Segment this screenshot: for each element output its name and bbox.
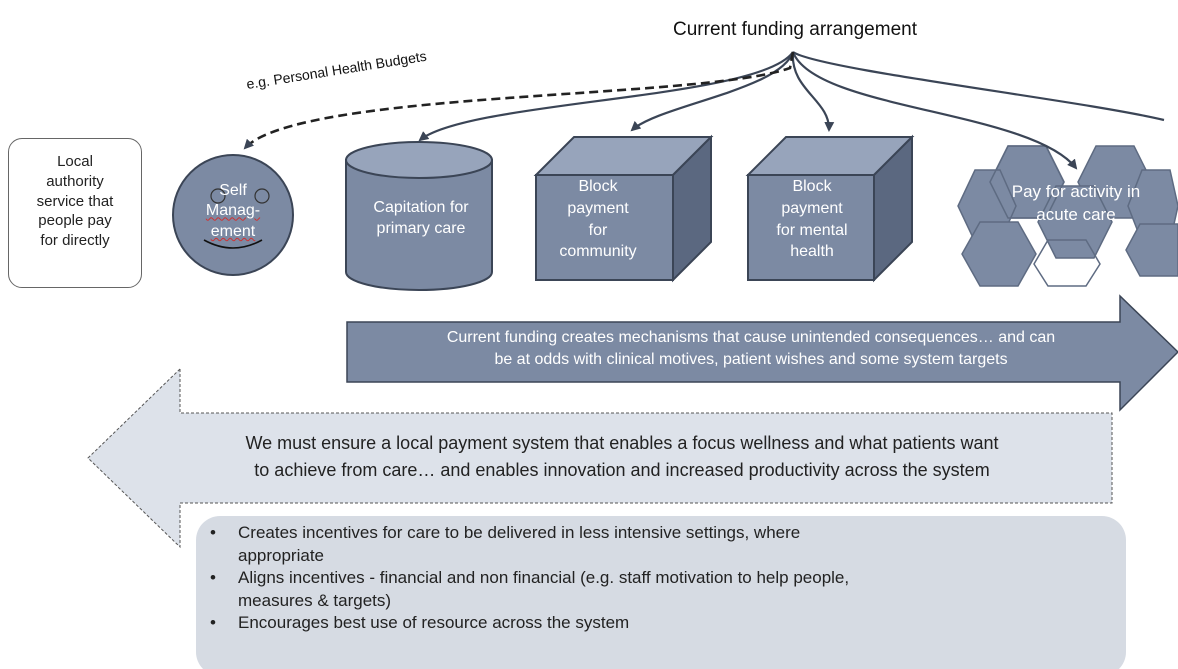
self-line: Self xyxy=(219,182,247,199)
capitation-cylinder xyxy=(345,141,493,291)
block2-line: Block xyxy=(792,178,832,195)
acute-care-hexagons xyxy=(957,145,1178,287)
pay-line: Pay for activity in xyxy=(1011,182,1141,201)
block2-line: payment xyxy=(781,199,843,217)
block-mental-health-label: Block payment for mental health xyxy=(748,176,876,263)
block2-line: health xyxy=(790,243,834,261)
funding-arrows xyxy=(243,51,1165,170)
cap-line: Capitation for xyxy=(373,199,469,216)
block-community-label: Block payment for community xyxy=(537,176,659,263)
left-arrow-line: We must ensure a local payment system th… xyxy=(245,433,999,453)
bullet-item: Encourages best use of resource across t… xyxy=(206,612,1126,635)
block1-line: community xyxy=(559,243,637,261)
block-mental-health-box xyxy=(745,134,915,283)
la-line: Local xyxy=(57,153,93,170)
la-line: people pay xyxy=(38,212,112,230)
right-arrow xyxy=(346,294,1178,412)
block1-line: for xyxy=(588,221,608,239)
local-authority-box xyxy=(8,138,142,288)
cap-line: primary care xyxy=(376,220,466,238)
la-line: for directly xyxy=(40,232,110,250)
right-arrow-text: Current funding creates mechanisms that … xyxy=(356,327,1146,371)
self-management-circle xyxy=(172,154,294,276)
la-line: authority xyxy=(46,172,104,190)
right-arrow-line: Current funding creates mechanisms that … xyxy=(446,329,1056,346)
block1-line: payment xyxy=(567,199,629,217)
self-line: ement xyxy=(210,222,256,240)
left-arrow-line: to achieve from care… and enables innova… xyxy=(254,460,990,480)
self-line: Manag- xyxy=(205,202,261,220)
bullet-line: Creates incentives for care to be delive… xyxy=(238,523,801,542)
block-community-box xyxy=(533,134,714,283)
self-management-label: Self Manag- ement xyxy=(178,181,288,242)
bullet-list: Creates incentives for care to be delive… xyxy=(206,522,1126,635)
bullet-line: measures & targets) xyxy=(238,590,392,610)
bullet-line: appropriate xyxy=(238,545,325,565)
block2-line: for mental xyxy=(776,221,848,239)
pay-line: acute care xyxy=(1036,205,1116,225)
pay-for-activity-label: Pay for activity in acute care xyxy=(982,180,1170,226)
left-arrow xyxy=(87,367,1113,549)
bullet-item: Creates incentives for care to be delive… xyxy=(206,522,1126,567)
bullet-item: Aligns incentives - financial and non fi… xyxy=(206,567,1126,612)
funding-title: Current funding arrangement xyxy=(673,19,917,40)
left-arrow-text: We must ensure a local payment system th… xyxy=(132,430,1112,484)
bullet-line: Aligns incentives - financial and non fi… xyxy=(238,568,850,588)
local-authority-text: Local authority service that people pay … xyxy=(8,152,142,251)
la-line: service that xyxy=(36,192,114,210)
bullet-line: Encourages best use of resource across t… xyxy=(238,613,630,633)
block1-line: Block xyxy=(578,178,618,195)
right-arrow-line: be at odds with clinical motives, patien… xyxy=(494,351,1008,369)
capitation-label: Capitation for primary care xyxy=(350,197,492,239)
